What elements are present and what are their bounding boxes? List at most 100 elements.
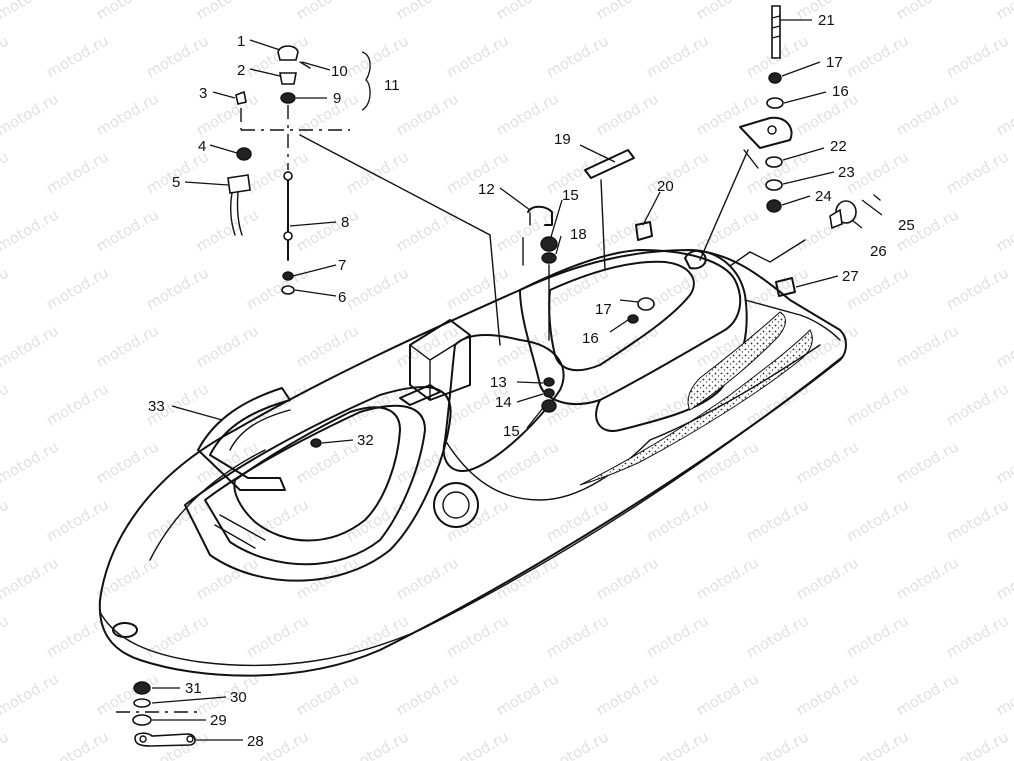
watermark-text: motod.ru [0,437,62,487]
watermark-text: motod.ru [893,669,962,719]
watermark-text: motod.ru [993,669,1014,719]
callout-28: 28 [247,733,264,750]
watermark-text: motod.ru [893,437,962,487]
watermark-text: motod.ru [93,437,162,487]
watermark-text: motod.ru [493,89,562,139]
watermark-text: motod.ru [193,0,262,23]
watermark-text: motod.ru [43,379,112,429]
callout-9: 9 [333,90,341,107]
watermark-text: motod.ru [993,89,1014,139]
watermark-text: motod.ru [543,31,612,81]
watermark-text: motod.ru [43,31,112,81]
callout-16-right: 16 [832,83,849,100]
watermark-text: motod.ru [393,553,462,603]
callout-16-middle: 16 [582,330,599,347]
hardware-parts [132,5,881,747]
callout-21: 21 [818,12,835,29]
watermark-text: motod.ru [693,669,762,719]
watermark-text: motod.ru [243,147,312,197]
watermark-text: motod.ru [143,31,212,81]
callout-3: 3 [199,85,207,102]
leader-lines [151,19,883,741]
watermark-text: motod.ru [493,553,562,603]
watermark-text: motod.ru [743,611,812,661]
callout-8: 8 [341,214,349,231]
watermark-text: motod.ru [693,437,762,487]
watermark-text: motod.ru [143,263,212,313]
watermark-text: motod.ru [0,611,12,661]
watermark-text: motod.ru [693,89,762,139]
callout-20: 20 [657,178,674,195]
watermark-text: motod.ru [0,379,12,429]
watermark-text: motod.ru [343,31,412,81]
callout-10: 10 [331,63,348,80]
callout-18: 18 [570,226,587,243]
watermark-text: motod.ru [293,669,362,719]
watermark-text: motod.ru [743,727,812,761]
watermark-text: motod.ru [43,263,112,313]
watermark-text: motod.ru [343,379,412,429]
callout-22: 22 [830,138,847,155]
watermark-text: motod.ru [0,495,12,545]
watermark-text: motod.ru [843,31,912,81]
callout-11: 11 [384,77,400,94]
watermark-text: motod.ru [543,495,612,545]
callout-14: 14 [495,394,512,411]
watermark-text: motod.ru [243,263,312,313]
watermark-text: motod.ru [943,611,1012,661]
watermark-text: motod.ru [0,147,12,197]
watermark-text: motod.ru [893,89,962,139]
watermark-text: motod.ru [743,495,812,545]
watermark-text: motod.ru [0,553,62,603]
watermark-text: motod.ru [343,147,412,197]
watermark-text: motod.ru [943,263,1012,313]
watermark-text: motod.ru [493,669,562,719]
callout-7: 7 [338,257,346,274]
watermark-text: motod.ru [343,727,412,761]
watermark-text: motod.ru [893,0,962,23]
watermark-text: motod.ru [843,611,912,661]
callout-4: 4 [198,138,206,155]
watermark-text: motod.ru [843,727,912,761]
watermark-text: motod.ru [93,205,162,255]
watermark-text: motod.ru [843,495,912,545]
watermark-text: motod.ru [243,31,312,81]
watermark-text: motod.ru [843,379,912,429]
watermark-text: motod.ru [493,0,562,23]
watermark-text: motod.ru [893,553,962,603]
watermark-text: motod.ru [693,205,762,255]
watermark-text: motod.ru [243,611,312,661]
watermark-text: motod.ru [893,321,962,371]
watermark-text: motod.ru [393,437,462,487]
callout-12: 12 [478,181,495,198]
watermark-text: motod.ru [293,321,362,371]
watermark-text: motod.ru [0,205,62,255]
callout-31: 31 [185,680,202,697]
callout-15-upper: 15 [562,187,579,204]
watermark-text: motod.ru [593,0,662,23]
watermark-text: motod.ru [793,553,862,603]
watermark-text: motod.ru [643,727,712,761]
watermark-text: motod.ru [43,495,112,545]
watermark-text: motod.ru [793,89,862,139]
watermark-text: motod.ru [0,89,62,139]
watermark-text: motod.ru [793,669,862,719]
watermark-text: motod.ru [993,205,1014,255]
watermark-text: motod.ru [93,89,162,139]
watermark-text: motod.ru [943,727,1012,761]
watermark-text: motod.ru [993,321,1014,371]
callout-29: 29 [210,712,227,729]
watermark-text: motod.ru [293,89,362,139]
callout-23: 23 [838,164,855,181]
callout-25: 25 [898,217,915,234]
watermark-text: motod.ru [593,89,662,139]
watermark-text: motod.ru [393,89,462,139]
watermark-text: motod.ru [793,437,862,487]
watermark-text: motod.ru [993,553,1014,603]
callout-27: 27 [842,268,859,285]
watermark-text: motod.ru [443,727,512,761]
assembly-lines [116,105,806,713]
watermark-text: motod.ru [643,611,712,661]
